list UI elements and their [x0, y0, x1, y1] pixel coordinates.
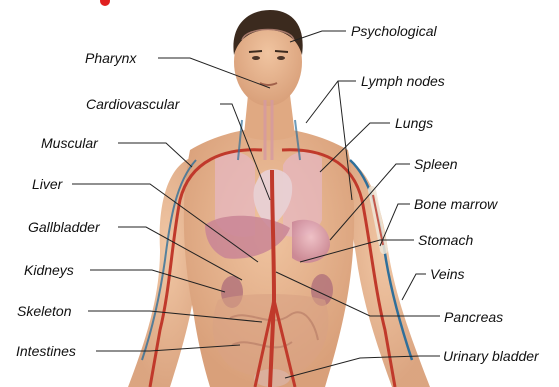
- label-bone-marrow: Bone marrow: [414, 196, 497, 212]
- label-gallbladder: Gallbladder: [28, 219, 100, 235]
- label-liver: Liver: [32, 176, 62, 192]
- leader-muscular: [118, 143, 192, 167]
- label-lymph-nodes: Lymph nodes: [361, 73, 445, 89]
- label-skeleton: Skeleton: [17, 303, 71, 319]
- label-veins: Veins: [430, 266, 465, 282]
- leader-veins: [402, 274, 426, 300]
- label-urinary-bladder: Urinary bladder: [443, 348, 539, 364]
- label-muscular: Muscular: [41, 135, 98, 151]
- label-intestines: Intestines: [16, 343, 76, 359]
- label-lungs: Lungs: [395, 115, 433, 131]
- label-cardiovascular: Cardiovascular: [86, 96, 179, 112]
- label-stomach: Stomach: [418, 232, 473, 248]
- label-pancreas: Pancreas: [444, 309, 503, 325]
- label-pharynx: Pharynx: [85, 50, 136, 66]
- label-psychological: Psychological: [351, 23, 437, 39]
- right-arm: [340, 158, 430, 387]
- label-spleen: Spleen: [414, 156, 458, 172]
- label-kidneys: Kidneys: [24, 262, 74, 278]
